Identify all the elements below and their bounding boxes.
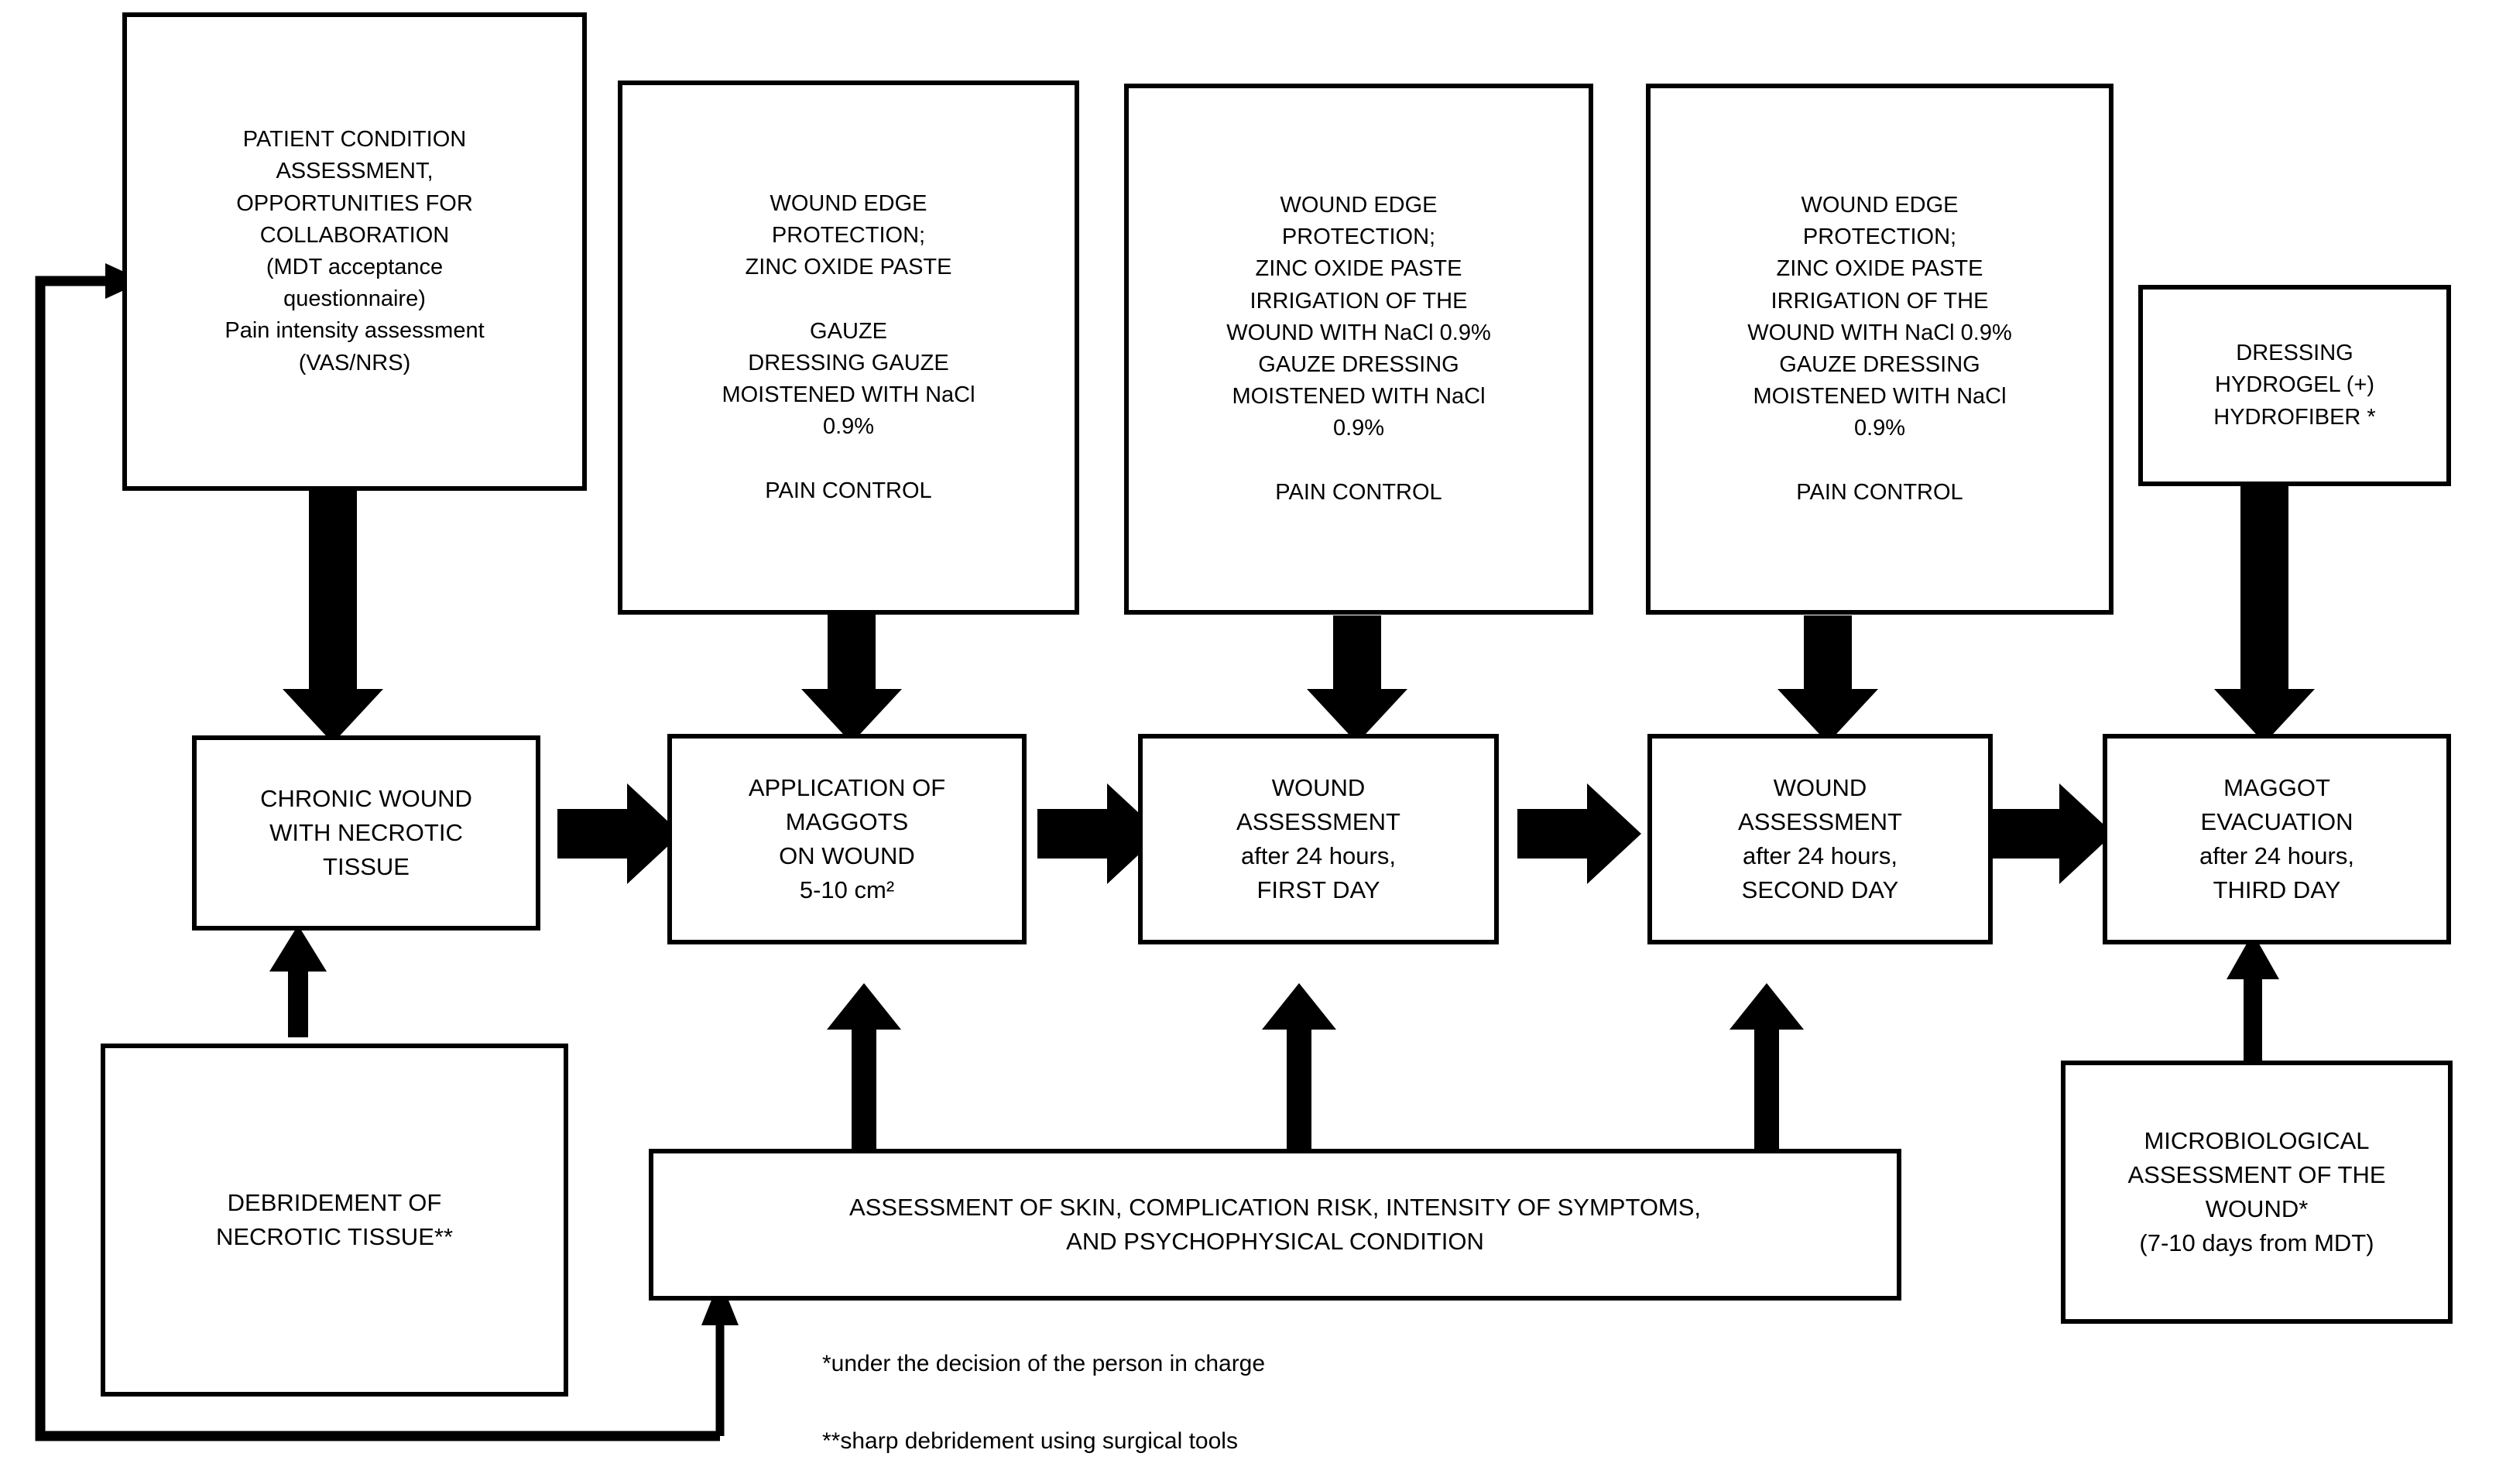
box-dressing-hydrogel-hydrofiber-label: DRESSING HYDROGEL (+) HYDROFIBER * bbox=[2213, 341, 2376, 430]
arrow-skin-assessment-to-assessment-day1 bbox=[1262, 983, 1336, 1150]
arrow-dressing2-to-assessment-day2 bbox=[1778, 615, 1878, 743]
box-wound-edge-protection-day0[interactable]: WOUND EDGE PROTECTION; ZINC OXIDE PASTE … bbox=[618, 81, 1079, 615]
arrow-chronic-to-application bbox=[557, 783, 681, 884]
box-application-of-maggots-label: APPLICATION OF MAGGOTS ON WOUND 5-10 cm² bbox=[748, 773, 946, 904]
box-debridement-of-necrotic-tissue[interactable]: DEBRIDEMENT OF NECROTIC TISSUE** bbox=[101, 1044, 568, 1397]
arrow-dressing0-to-application bbox=[801, 612, 902, 743]
box-wound-edge-protection-day1-label: WOUND EDGE PROTECTION; ZINC OXIDE PASTE … bbox=[1226, 193, 1491, 505]
box-assessment-of-skin[interactable]: ASSESSMENT OF SKIN, COMPLICATION RISK, I… bbox=[649, 1149, 1901, 1301]
footnote-double-asterisk: **sharp debridement using surgical tools bbox=[822, 1428, 1238, 1454]
box-dressing-hydrogel-hydrofiber[interactable]: DRESSING HYDROGEL (+) HYDROFIBER * bbox=[2138, 285, 2451, 486]
box-wound-assessment-second-day[interactable]: WOUND ASSESSMENT after 24 hours, SECOND … bbox=[1647, 734, 1993, 944]
box-wound-edge-protection-day2-label: WOUND EDGE PROTECTION; ZINC OXIDE PASTE … bbox=[1747, 193, 2012, 505]
box-microbiological-assessment[interactable]: MICROBIOLOGICAL ASSESSMENT OF THE WOUND*… bbox=[2061, 1061, 2453, 1324]
box-chronic-wound-necrotic-tissue-label: CHRONIC WOUND WITH NECROTIC TISSUE bbox=[260, 784, 472, 880]
box-wound-edge-protection-day0-label: WOUND EDGE PROTECTION; ZINC OXIDE PASTE … bbox=[722, 191, 975, 503]
box-debridement-of-necrotic-tissue-label: DEBRIDEMENT OF NECROTIC TISSUE** bbox=[215, 1188, 454, 1250]
box-wound-edge-protection-day1[interactable]: WOUND EDGE PROTECTION; ZINC OXIDE PASTE … bbox=[1124, 84, 1593, 615]
arrow-debridement-to-chronic-wound bbox=[269, 925, 327, 1037]
box-patient-condition-assessment[interactable]: PATIENT CONDITION ASSESSMENT, OPPORTUNIT… bbox=[122, 12, 587, 491]
box-wound-assessment-first-day[interactable]: WOUND ASSESSMENT after 24 hours, FIRST D… bbox=[1138, 734, 1499, 944]
feedback-loop-riser bbox=[701, 1279, 739, 1436]
box-microbiological-assessment-label: MICROBIOLOGICAL ASSESSMENT OF THE WOUND*… bbox=[2127, 1126, 2386, 1257]
box-wound-assessment-first-day-label: WOUND ASSESSMENT after 24 hours, FIRST D… bbox=[1236, 773, 1400, 904]
box-chronic-wound-necrotic-tissue[interactable]: CHRONIC WOUND WITH NECROTIC TISSUE bbox=[192, 735, 540, 930]
box-maggot-evacuation-third-day-label: MAGGOT EVACUATION after 24 hours, THIRD … bbox=[2199, 773, 2354, 904]
box-assessment-of-skin-label: ASSESSMENT OF SKIN, COMPLICATION RISK, I… bbox=[848, 1193, 1702, 1255]
box-wound-edge-protection-day2[interactable]: WOUND EDGE PROTECTION; ZINC OXIDE PASTE … bbox=[1646, 84, 2113, 615]
box-wound-assessment-second-day-label: WOUND ASSESSMENT after 24 hours, SECOND … bbox=[1738, 773, 1902, 904]
arrow-skin-assessment-to-application bbox=[827, 983, 901, 1150]
arrow-hydrogel-to-evacuation bbox=[2214, 484, 2315, 743]
footnote-single-asterisk: *under the decision of the person in cha… bbox=[822, 1351, 1266, 1376]
arrow-patient-to-chronic-wound bbox=[283, 488, 383, 743]
box-application-of-maggots[interactable]: APPLICATION OF MAGGOTS ON WOUND 5-10 cm² bbox=[667, 734, 1027, 944]
arrow-dressing1-to-assessment-day1 bbox=[1307, 615, 1407, 743]
arrow-assessment-day2-to-evacuation bbox=[1990, 783, 2113, 884]
box-maggot-evacuation-third-day[interactable]: MAGGOT EVACUATION after 24 hours, THIRD … bbox=[2103, 734, 2451, 944]
box-patient-condition-assessment-label: PATIENT CONDITION ASSESSMENT, OPPORTUNIT… bbox=[225, 127, 485, 375]
arrow-assessment-day1-to-day2 bbox=[1517, 783, 1641, 884]
arrow-microbiological-to-evacuation bbox=[2227, 933, 2279, 1061]
arrow-skin-assessment-to-assessment-day2 bbox=[1730, 983, 1804, 1150]
